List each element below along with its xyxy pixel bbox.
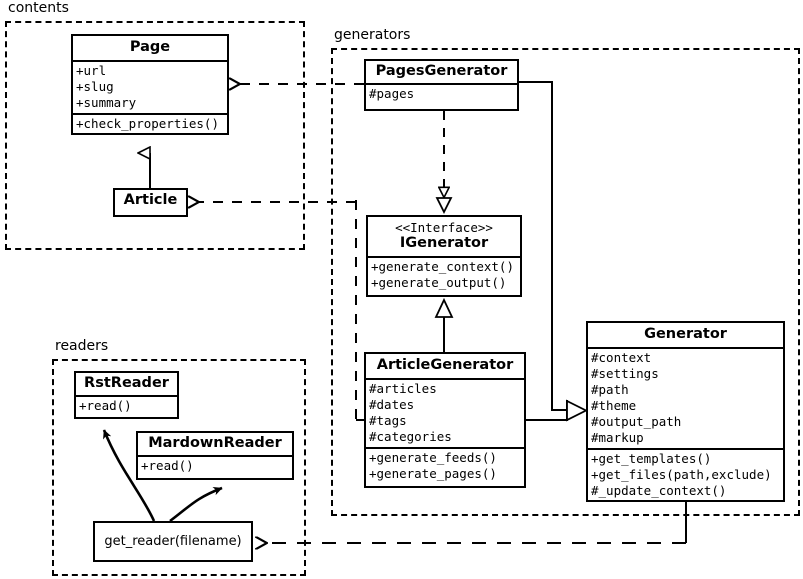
package-contents-label: contents: [6, 1, 72, 16]
attribute: #settings: [591, 366, 659, 381]
attribute: #context: [591, 350, 652, 365]
method: +check_properties(): [76, 116, 219, 131]
class-name-mardown-reader: MardownReader: [148, 435, 282, 451]
method: +generate_pages(): [369, 466, 497, 481]
package-readers-label: readers: [53, 339, 112, 354]
class-name-igenerator: IGenerator: [399, 235, 489, 251]
class-methods-mardown-reader: +read(): [138, 455, 292, 476]
attribute: +url: [76, 63, 107, 78]
class-stereotype-igenerator: <<Interface>>: [395, 220, 493, 235]
attribute: #path: [591, 382, 629, 397]
attribute: +slug: [76, 79, 114, 94]
method: +read(): [141, 458, 194, 473]
class-name-page: Page: [129, 39, 171, 55]
method: +read(): [79, 398, 132, 413]
class-name-pages-generator: PagesGenerator: [375, 63, 508, 79]
class-name-rst-reader: RstReader: [84, 375, 169, 391]
attribute: +summary: [76, 95, 137, 110]
attribute: #output_path: [591, 414, 682, 429]
class-methods-igenerator: +generate_context() +generate_output(): [368, 256, 520, 293]
attribute: #tags: [369, 413, 407, 428]
class-box-rst-reader[interactable]: RstReader +read(): [74, 371, 179, 419]
method: +get_templates(): [591, 451, 712, 466]
class-box-mardown-reader[interactable]: MardownReader +read(): [136, 431, 294, 480]
attribute: #theme: [591, 398, 637, 413]
class-methods-article-generator: +generate_feeds() +generate_pages(): [366, 447, 524, 484]
class-box-pages-generator[interactable]: PagesGenerator #pages: [364, 59, 519, 111]
function-label-get-reader: get_reader(filename): [104, 533, 242, 549]
class-attributes-pages-generator: #pages: [366, 83, 517, 104]
class-attributes-page: +url +slug +summary: [73, 60, 227, 113]
class-methods-rst-reader: +read(): [76, 395, 177, 416]
package-generators: [331, 48, 800, 516]
class-methods-generator: +get_templates() +get_files(path,exclude…: [588, 448, 783, 501]
method: +get_files(path,exclude): [591, 467, 772, 482]
function-box-get-reader[interactable]: get_reader(filename): [93, 521, 253, 562]
attribute: #markup: [591, 430, 644, 445]
method: +generate_feeds(): [369, 450, 497, 465]
attribute: #categories: [369, 429, 452, 444]
package-contents: [5, 21, 305, 250]
method: +generate_output(): [371, 275, 507, 290]
method: +generate_context(): [371, 259, 514, 274]
class-box-generator[interactable]: Generator #context #settings #path #them…: [586, 321, 785, 502]
class-box-igenerator[interactable]: <<Interface>> IGenerator +generate_conte…: [366, 215, 522, 297]
class-attributes-article-generator: #articles #dates #tags #categories: [366, 378, 524, 447]
class-name-article-generator: ArticleGenerator: [376, 357, 514, 373]
attribute: #dates: [369, 397, 415, 412]
class-attributes-generator: #context #settings #path #theme #output_…: [588, 347, 783, 448]
class-name-article: Article: [123, 192, 178, 208]
method: #_update_context(): [591, 483, 727, 498]
attribute: #pages: [369, 86, 415, 101]
package-generators-label: generators: [332, 28, 414, 43]
attribute: #articles: [369, 381, 437, 396]
class-box-article-generator[interactable]: ArticleGenerator #articles #dates #tags …: [364, 352, 526, 488]
class-name-generator: Generator: [644, 326, 727, 342]
class-methods-page: +check_properties(): [73, 113, 227, 134]
class-box-article[interactable]: Article: [113, 188, 188, 217]
package-readers: [52, 359, 306, 576]
class-box-page[interactable]: Page +url +slug +summary +check_properti…: [71, 34, 229, 135]
